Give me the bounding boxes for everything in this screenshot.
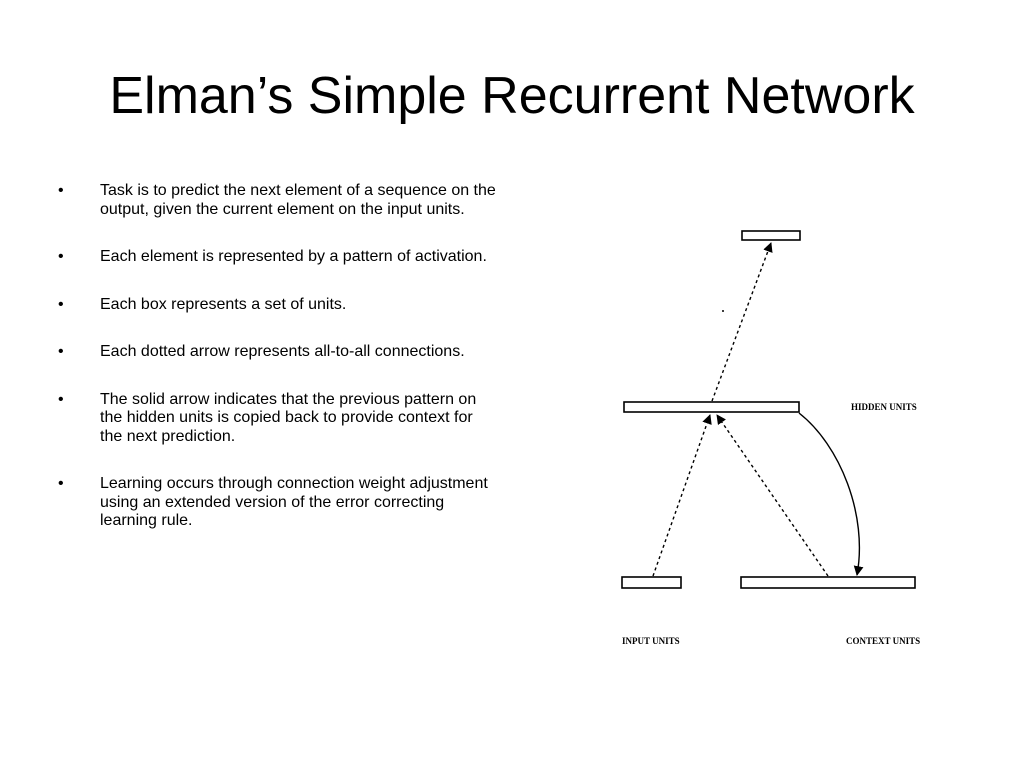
copy-back-arrow	[798, 412, 864, 576]
bullet-marker: •	[58, 390, 64, 408]
bullet-marker: •	[58, 248, 64, 265]
output-units-box	[741, 230, 801, 241]
bullet-marker: •	[58, 295, 64, 313]
hidden-to-output-arrow	[711, 242, 773, 402]
context-units-label: CONTEXT UNITS	[846, 636, 920, 646]
hidden-units-label: HIDDEN UNITS	[851, 402, 917, 412]
input-units-box	[621, 576, 682, 589]
input-to-hidden-arrow	[652, 414, 712, 577]
bullet-text: Task is to predict the next element of a…	[100, 182, 496, 218]
bullet-marker: •	[58, 475, 64, 492]
bullet-text: Each element is represented by a pattern…	[100, 248, 487, 265]
bullet-text: The solid arrow indicates that the previ…	[100, 390, 477, 445]
bullet-item: • Each dotted arrow represents all-to-al…	[58, 343, 498, 362]
bullet-item: • Task is to predict the next element of…	[58, 182, 498, 219]
bullet-item: • The solid arrow indicates that the pre…	[58, 391, 498, 447]
elman-network-diagram: HIDDEN UNITS INPUT UNITS CONTEXT UNITS	[621, 230, 920, 646]
bullet-text: Each box represents a set of units.	[100, 295, 347, 313]
bullet-marker: •	[58, 182, 64, 199]
context-units-box	[740, 576, 916, 589]
bullet-text: Each dotted arrow represents all-to-all …	[100, 343, 465, 360]
bullet-list: • Task is to predict the next element of…	[58, 182, 498, 560]
bullet-item: • Each box represents a set of units.	[58, 296, 498, 315]
hidden-units-box	[623, 401, 800, 413]
bullet-marker: •	[58, 343, 64, 360]
bullet-item: • Learning occurs through connection wei…	[58, 475, 498, 531]
context-to-hidden-arrow	[716, 414, 829, 577]
input-units-label: INPUT UNITS	[622, 636, 680, 646]
slide-title: Elman’s Simple Recurrent Network	[109, 67, 915, 125]
bullet-text: Learning occurs through connection weigh…	[100, 475, 488, 529]
stray-mark	[722, 310, 724, 312]
bullet-item: • Each element is represented by a patte…	[58, 248, 498, 267]
